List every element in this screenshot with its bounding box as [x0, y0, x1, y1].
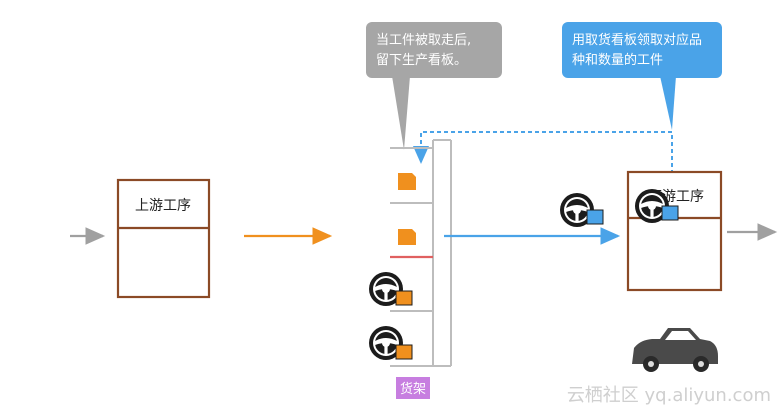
- callout-right-line1: 用取货看板领取对应品: [572, 32, 702, 48]
- shelf: [390, 139, 452, 367]
- upstream-process-box: 上游工序: [116, 178, 211, 299]
- shelf-label-text: 货架: [400, 381, 426, 397]
- callout-right-line2: 种和数量的工件: [572, 52, 663, 68]
- upstream-process-label: 上游工序: [135, 198, 191, 214]
- steering-wheel-icon: [369, 272, 413, 306]
- steering-wheel-icon: [635, 189, 679, 223]
- steering-wheel-icon: [560, 193, 604, 227]
- callout-right: 用取货看板领取对应品 种和数量的工件: [562, 22, 722, 130]
- callout-left: 当工件被取走后, 留下生产看板。: [366, 22, 502, 150]
- callout-left-line2: 留下生产看板。: [376, 52, 467, 68]
- downstream-process-box: 下游工序: [626, 170, 723, 292]
- shelf-label: 货架: [396, 377, 430, 399]
- car-icon: [632, 328, 718, 372]
- steering-wheel-icon: [369, 326, 413, 360]
- production-kanban-card: [398, 229, 416, 245]
- production-kanban-card: [398, 173, 416, 190]
- watermark: 云栖社区 yq.aliyun.com: [567, 385, 771, 406]
- callout-left-line1: 当工件被取走后,: [376, 33, 471, 48]
